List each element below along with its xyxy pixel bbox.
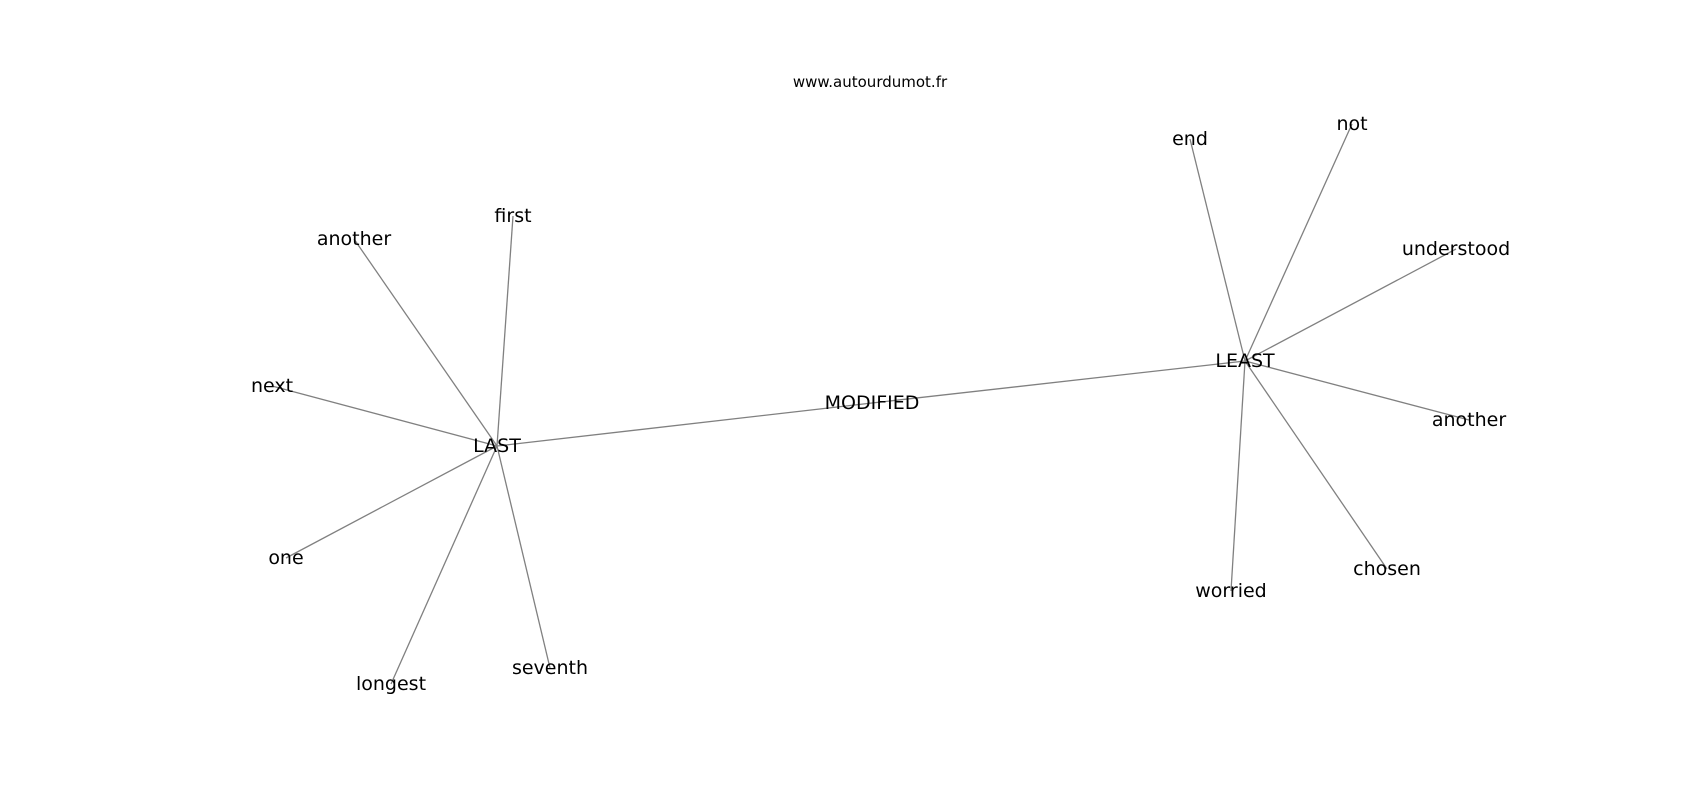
node-least-end: end (1172, 128, 1208, 150)
edge-least-least-not (1244, 123, 1353, 362)
edge-last-last-another (353, 238, 498, 447)
node-least-not: not (1336, 113, 1367, 135)
node-least: LEAST (1215, 350, 1275, 372)
node-last-longest: longest (356, 673, 426, 695)
node-modified: MODIFIED (825, 392, 920, 414)
node-last: LAST (473, 435, 521, 457)
edge-least-least-worried (1230, 360, 1246, 592)
node-last-another: another (317, 228, 391, 250)
graph-nodes: MODIFIED LAST LEAST first another next one long… (251, 113, 1510, 695)
node-least-chosen: chosen (1353, 558, 1421, 580)
node-last-seventh: seventh (512, 657, 588, 679)
node-last-next: next (251, 375, 293, 397)
edge-last-last-seventh (496, 445, 551, 669)
edge-last-modified (496, 402, 873, 447)
edge-least-least-another (1244, 360, 1470, 421)
node-least-another: another (1432, 409, 1506, 431)
edge-last-last-one (285, 445, 498, 559)
edge-least-least-chosen (1244, 360, 1388, 570)
edge-least-least-end (1189, 138, 1246, 362)
node-least-understood: understood (1402, 238, 1510, 260)
site-watermark: www.autourdumot.fr (793, 73, 948, 91)
edge-least-least-understood (1244, 248, 1457, 362)
edge-last-last-first (496, 215, 514, 447)
edge-last-last-next (271, 385, 498, 447)
graph-edges (271, 123, 1470, 685)
edge-modified-least (871, 360, 1246, 404)
node-least-worried: worried (1195, 580, 1266, 602)
node-last-first: first (494, 205, 531, 227)
edge-last-last-longest (390, 445, 498, 685)
node-last-one: one (268, 547, 303, 569)
